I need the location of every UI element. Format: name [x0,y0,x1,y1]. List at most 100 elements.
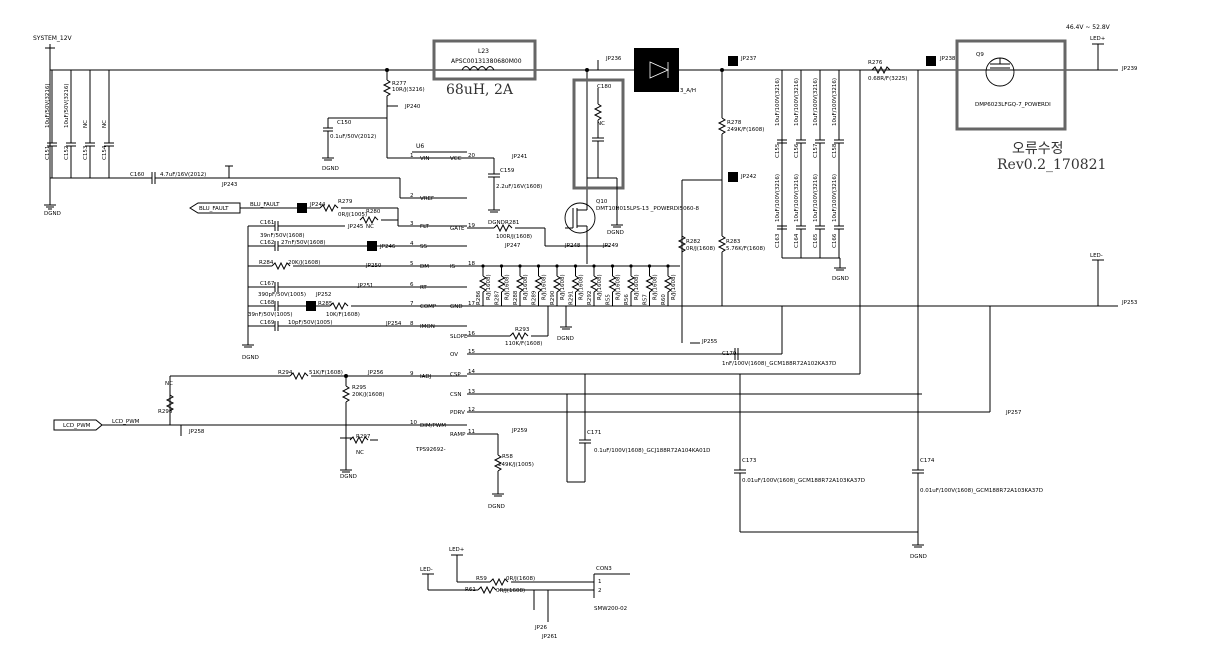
r295-ref: R295 [352,385,367,391]
output-capacitor: 10uF/100V(3216)C156 [794,70,806,226]
sense-resistor-ref: R292 [587,291,593,305]
sense-resistor-ref: R60 [661,294,667,305]
diode-label: 3_A/H [680,88,696,94]
r296-val: NC [165,381,173,387]
jp247-label: JP247 [504,243,521,249]
jp240-label: JP240 [404,104,421,110]
out-cap-gnd: DGND [832,276,849,282]
lcd-pwm-branch: LCD_PWM LCD_PWM JP258 R297 NC [53,419,467,456]
con-led-minus: LED- [420,567,433,573]
output-cap-ref: C155 [775,143,781,158]
jp250-label: JP250 [365,263,382,269]
ic-pin-name: RT [420,285,427,291]
q10-part: DMT10H015LPS-13 _POWERDI5060-8 [596,206,700,212]
c150-val: 0.1uF/50V(2012) [330,134,376,140]
c170-ref: C170 [722,351,737,357]
inductor-l23: L23 APSC00131380680M00 68uH, 2A [432,39,537,98]
q9-ref: Q9 [976,52,984,58]
jp241-label: JP241 [511,154,527,160]
input-cap-value: 10uF/50V(3216) [45,83,51,128]
sense-resistor-ref: R288 [513,290,519,305]
c162-ref: C162 [260,240,274,246]
ic-pin-number: 10 [410,420,417,426]
l23-part: APSC00131380680M00 [451,58,522,65]
c174-val: 0.01uF/100V(1608)_GCM188R72A103KA37D [920,488,1043,494]
c170-val: 1nF/100V(1608)_GCM188R72A102KA37D [722,361,836,367]
output-capacitor: 10uF/100V(3216)C165 [813,174,825,258]
sense-resistor-ref: R290 [550,290,556,305]
r276-val: 0.68R/F(3225) [868,76,907,82]
ic-pin-number: 7 [410,301,414,307]
r296-ref: R296 [158,409,173,415]
r294-val: 51K/F(1608) [309,370,343,376]
l23-note: 68uH, 2A [446,82,514,98]
switch-node: C180 NC DGND JP236 3_A/H [572,48,696,236]
ic-pin-number: 6 [410,282,414,288]
r277-ref: R277 [392,81,407,87]
output-cap-value: 10uF/100V(3216) [813,174,819,222]
ic-pin-name: COMP [420,304,437,310]
r61-val: 0R/J(1608) [496,588,525,594]
c161-ref: C161 [260,220,274,226]
input-cap-bank: 10uF/50V(3216)C15110uF/50V(3216)C152NCC1… [44,70,114,217]
ic-pin-number: 14 [468,369,475,375]
r297-val: NC [356,450,364,456]
ic-pin-name: SLOPE [450,334,468,340]
r294-ref: R294 [278,370,293,376]
input-cap-value: NC [102,120,108,128]
led-minus-label: LED- [1090,253,1103,259]
dgnd-symbol: DGND [44,204,61,217]
q10-gnd: DGND [607,230,624,236]
ic-pin-number: 11 [468,429,475,435]
ic-pin-name: SS [420,244,427,250]
ic-pin-name: CSP [450,372,461,378]
sense-resistor-value: R/J(1608) [523,274,529,300]
r282-val: 0R/J(1608) [686,246,715,252]
jp258-label: JP258 [188,429,205,435]
iadj-gnd: DGND [340,474,357,480]
c171-ref: C171 [587,430,601,436]
r277-val: 10R/J(3216) [392,87,425,93]
ic-pin-name: FLT [420,224,429,230]
output-cap-ref: C156 [794,143,800,158]
input-cap-ref: C153 [83,145,89,160]
slope-network: R293 110K/F(1608) [467,306,549,347]
r278-ref: R278 [727,120,742,126]
q9-note1: 오류수정 [1012,141,1064,157]
ic-pin-number: 9 [410,371,414,377]
ic-pin-number: 8 [410,321,414,327]
c174-gnd: DGND [910,554,927,560]
con-led-plus: LED+ [449,547,465,553]
sense-resistor-value: R/J(1608) [542,274,548,300]
ic-pin-name: IS [450,264,456,270]
lcd-pwm-label: LCD_PWM [63,423,91,429]
c160-ref: C160 [130,172,145,178]
jp243-label: JP243 [221,182,238,188]
input-cap-ref: C152 [64,146,70,160]
sense-gnd: DGND [557,336,574,342]
r284-ref: R284 [259,260,274,266]
ic-pin-name: IADJ [420,374,432,380]
r282-ref: R282 [686,239,700,245]
blu-fault-branch: BLU_FAULT BLU_FAULT JP244 R279 0R/J(1005… [189,199,467,230]
r281-val: 100R/J(1608) [496,234,532,240]
sense-resistor-ref: R291 [569,291,575,305]
r293-ref: R293 [515,327,530,333]
ic-pin-name: DIM/PWM [420,423,446,429]
output-cap-value: 10uF/100V(3216) [832,174,838,222]
